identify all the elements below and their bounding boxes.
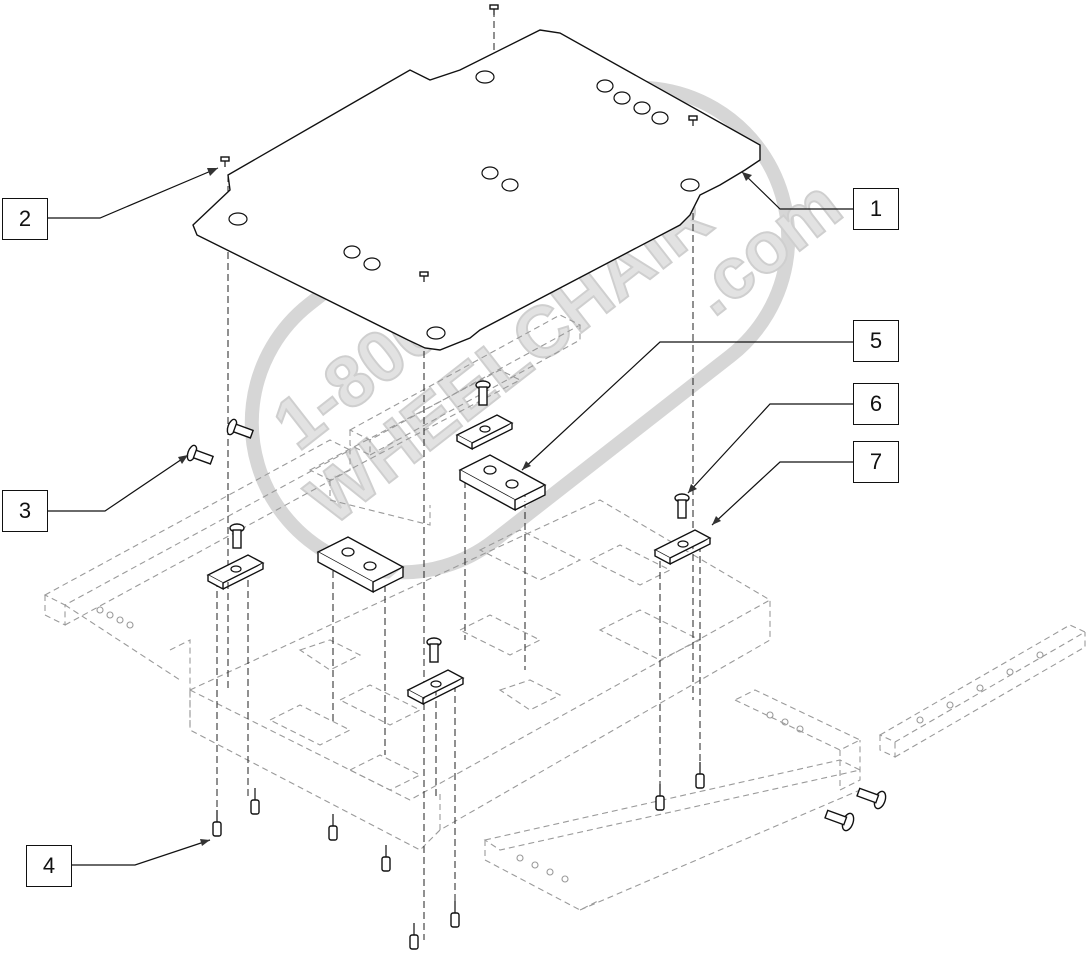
- callout-7: 7: [853, 441, 899, 483]
- spacer-blocks-part-5: [316, 454, 547, 594]
- top-plate-holes: [228, 70, 700, 340]
- small-plates-part-7: [206, 414, 712, 706]
- callout-5: 5: [853, 320, 899, 362]
- callout-3-label: 3: [18, 498, 32, 523]
- ghost-tube-holes: [96, 606, 1044, 883]
- assembly-centerlines: [216, 10, 701, 940]
- horizontal-bolts-part-3: [186, 418, 887, 832]
- callout-3: 3: [2, 490, 48, 532]
- callout-6-label: 6: [869, 391, 883, 416]
- callout-2-label: 2: [18, 206, 32, 231]
- callout-7-label: 7: [869, 449, 883, 474]
- bottom-screws-part-4: [212, 762, 705, 950]
- callout-6: 6: [853, 383, 899, 425]
- callout-5-label: 5: [869, 328, 883, 353]
- callout-4: 4: [26, 845, 72, 887]
- top-screws-part-2: [220, 4, 698, 282]
- callout-1-label: 1: [869, 196, 883, 221]
- vertical-bolts-part-6: [229, 380, 690, 663]
- top-plate-part-1: [192, 29, 761, 351]
- ghost-frame: [43, 314, 1087, 911]
- callout-4-label: 4: [42, 853, 56, 878]
- callout-leader-lines: [48, 167, 853, 866]
- callout-1: 1: [853, 188, 899, 230]
- callout-2: 2: [2, 198, 48, 240]
